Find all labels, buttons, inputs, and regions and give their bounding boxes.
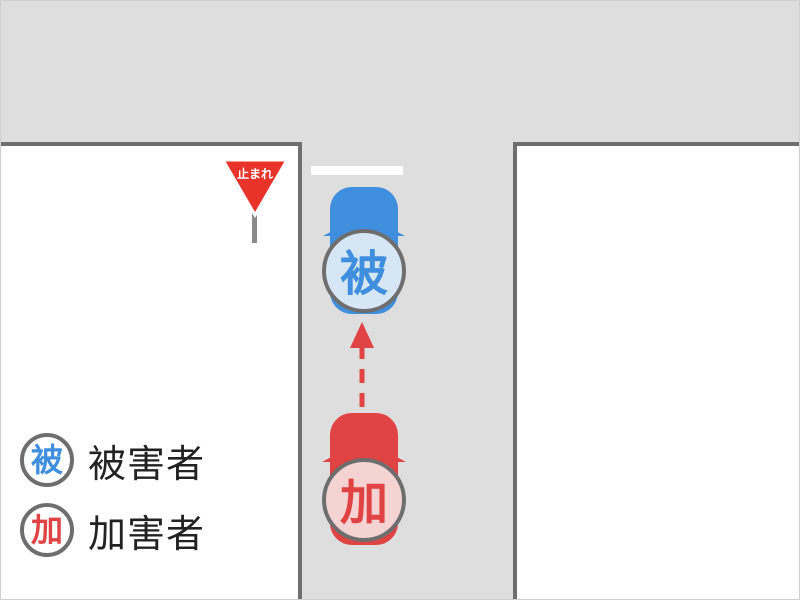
stop-sign-triangle-icon	[220, 158, 290, 218]
stop-sign-text: 止まれ	[237, 166, 273, 181]
stop-line	[311, 166, 403, 175]
movement-arrow	[350, 322, 374, 407]
arrow-head-icon	[350, 322, 374, 348]
victim-right-mirror-icon	[392, 229, 405, 236]
victim-left-mirror-icon	[323, 229, 336, 236]
legend-offender: 加 加害者	[20, 500, 205, 560]
victim-badge-char: 被	[340, 246, 388, 302]
horizontal-road	[0, 0, 800, 144]
legend-victim-badge: 被	[20, 433, 74, 487]
offender-left-mirror-icon	[322, 455, 335, 462]
offender-badge-char: 加	[340, 475, 388, 531]
victim-car: 被	[322, 187, 406, 314]
legend-offender-badge: 加	[20, 503, 74, 557]
offender-right-mirror-icon	[393, 455, 406, 462]
left-curb	[0, 142, 302, 600]
right-curb	[513, 142, 800, 600]
offender-car: 加	[322, 413, 406, 545]
offender-badge	[322, 458, 406, 542]
stop-sign-pole	[252, 205, 257, 243]
legend-victim-label: 被害者	[88, 441, 206, 486]
stop-sign: 止まれ	[220, 158, 290, 243]
victim-badge	[322, 229, 406, 313]
legend-victim: 被 被害者	[20, 430, 205, 490]
legend-offender-label: 加害者	[88, 511, 206, 556]
